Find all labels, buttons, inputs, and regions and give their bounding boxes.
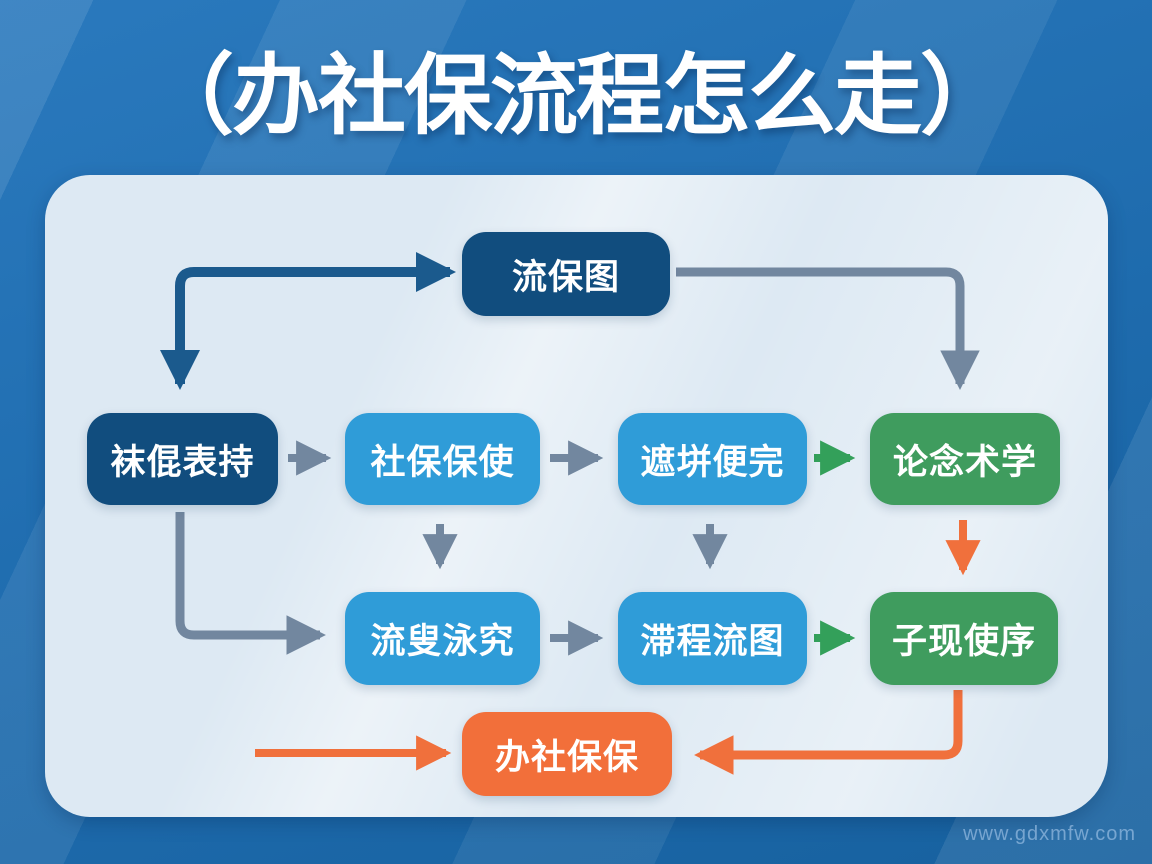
arrow-top-to-r2c4 xyxy=(676,267,980,390)
node-r3c2: 滞程流图 xyxy=(618,592,807,685)
node-top: 流保图 xyxy=(462,232,670,316)
node-r2c3: 遮垪便完 xyxy=(618,413,807,505)
page-title: （办社保流程怎么走） xyxy=(145,45,1008,145)
arrow-r2c1-elbow-to-r3c1 xyxy=(175,512,326,655)
watermark: www.gdxmfw.com xyxy=(963,823,1136,845)
node-r2c2: 社保保使 xyxy=(345,413,540,505)
node-r3c1: 流叟泳究 xyxy=(345,592,540,685)
arrow-split-to-top-and-r2c1 xyxy=(160,252,456,390)
node-r2c1: 袜倱表持 xyxy=(87,413,278,505)
node-r2c4: 论念术学 xyxy=(870,413,1060,505)
node-r3c3: 子现使序 xyxy=(870,592,1058,685)
node-end: 办社保保 xyxy=(462,712,672,796)
arrow-r3c3-elbow-to-end xyxy=(694,690,963,775)
